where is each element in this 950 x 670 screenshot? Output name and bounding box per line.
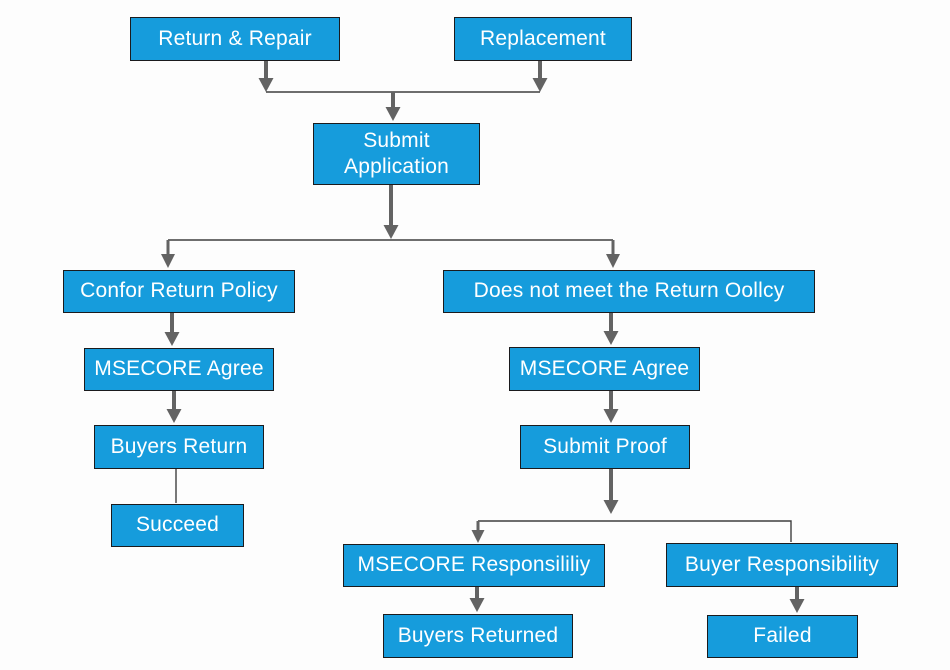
node-failed: Failed: [707, 615, 858, 658]
edge-replacement-to-merge: [532, 61, 548, 92]
node-buyer-responsibility: Buyer Responsibility: [666, 543, 898, 587]
node-submit-proof: Submit Proof: [520, 425, 690, 469]
edge-return-repair-to-merge: [258, 61, 274, 92]
node-return-repair: Return & Repair: [130, 17, 340, 61]
node-msecore-agree-right: MSECORE Agree: [509, 347, 700, 391]
node-submit-application: Submit Application: [313, 123, 480, 185]
edge-submit-application-to-split: [383, 185, 399, 239]
edge-buyer-responsibility-to-failed: [789, 587, 805, 613]
edge-split-to-msecore-responsibility: [471, 521, 485, 543]
node-buyers-return: Buyers Return: [94, 425, 264, 469]
edge-split-to-does-not-meet: [606, 240, 620, 268]
edge-msecore-agree-left-to-buyers-return: [166, 391, 182, 423]
split-line-responsibility: [478, 520, 792, 542]
edge-msecore-responsibility-to-buyers-returned: [469, 587, 485, 612]
edge-submit-proof-to-split: [603, 469, 619, 514]
edge-confor-to-msecore-agree-left: [164, 313, 180, 346]
node-replacement: Replacement: [454, 17, 632, 61]
node-confor-return-policy: Confor Return Policy: [63, 270, 295, 313]
node-msecore-responsibility: MSECORE Responsililiy: [343, 544, 605, 587]
edge-does-not-meet-to-msecore-agree-right: [603, 313, 619, 345]
node-does-not-meet-policy: Does not meet the Return Oollcy: [443, 270, 815, 313]
node-msecore-agree-left: MSECORE Agree: [84, 348, 274, 391]
edge-split-to-confor-return-policy: [161, 240, 175, 268]
node-buyers-returned: Buyers Returned: [383, 614, 573, 658]
edge-merge-to-submit-application: [385, 92, 401, 121]
edge-msecore-agree-right-to-submit-proof: [603, 391, 619, 423]
node-succeed: Succeed: [111, 504, 244, 547]
